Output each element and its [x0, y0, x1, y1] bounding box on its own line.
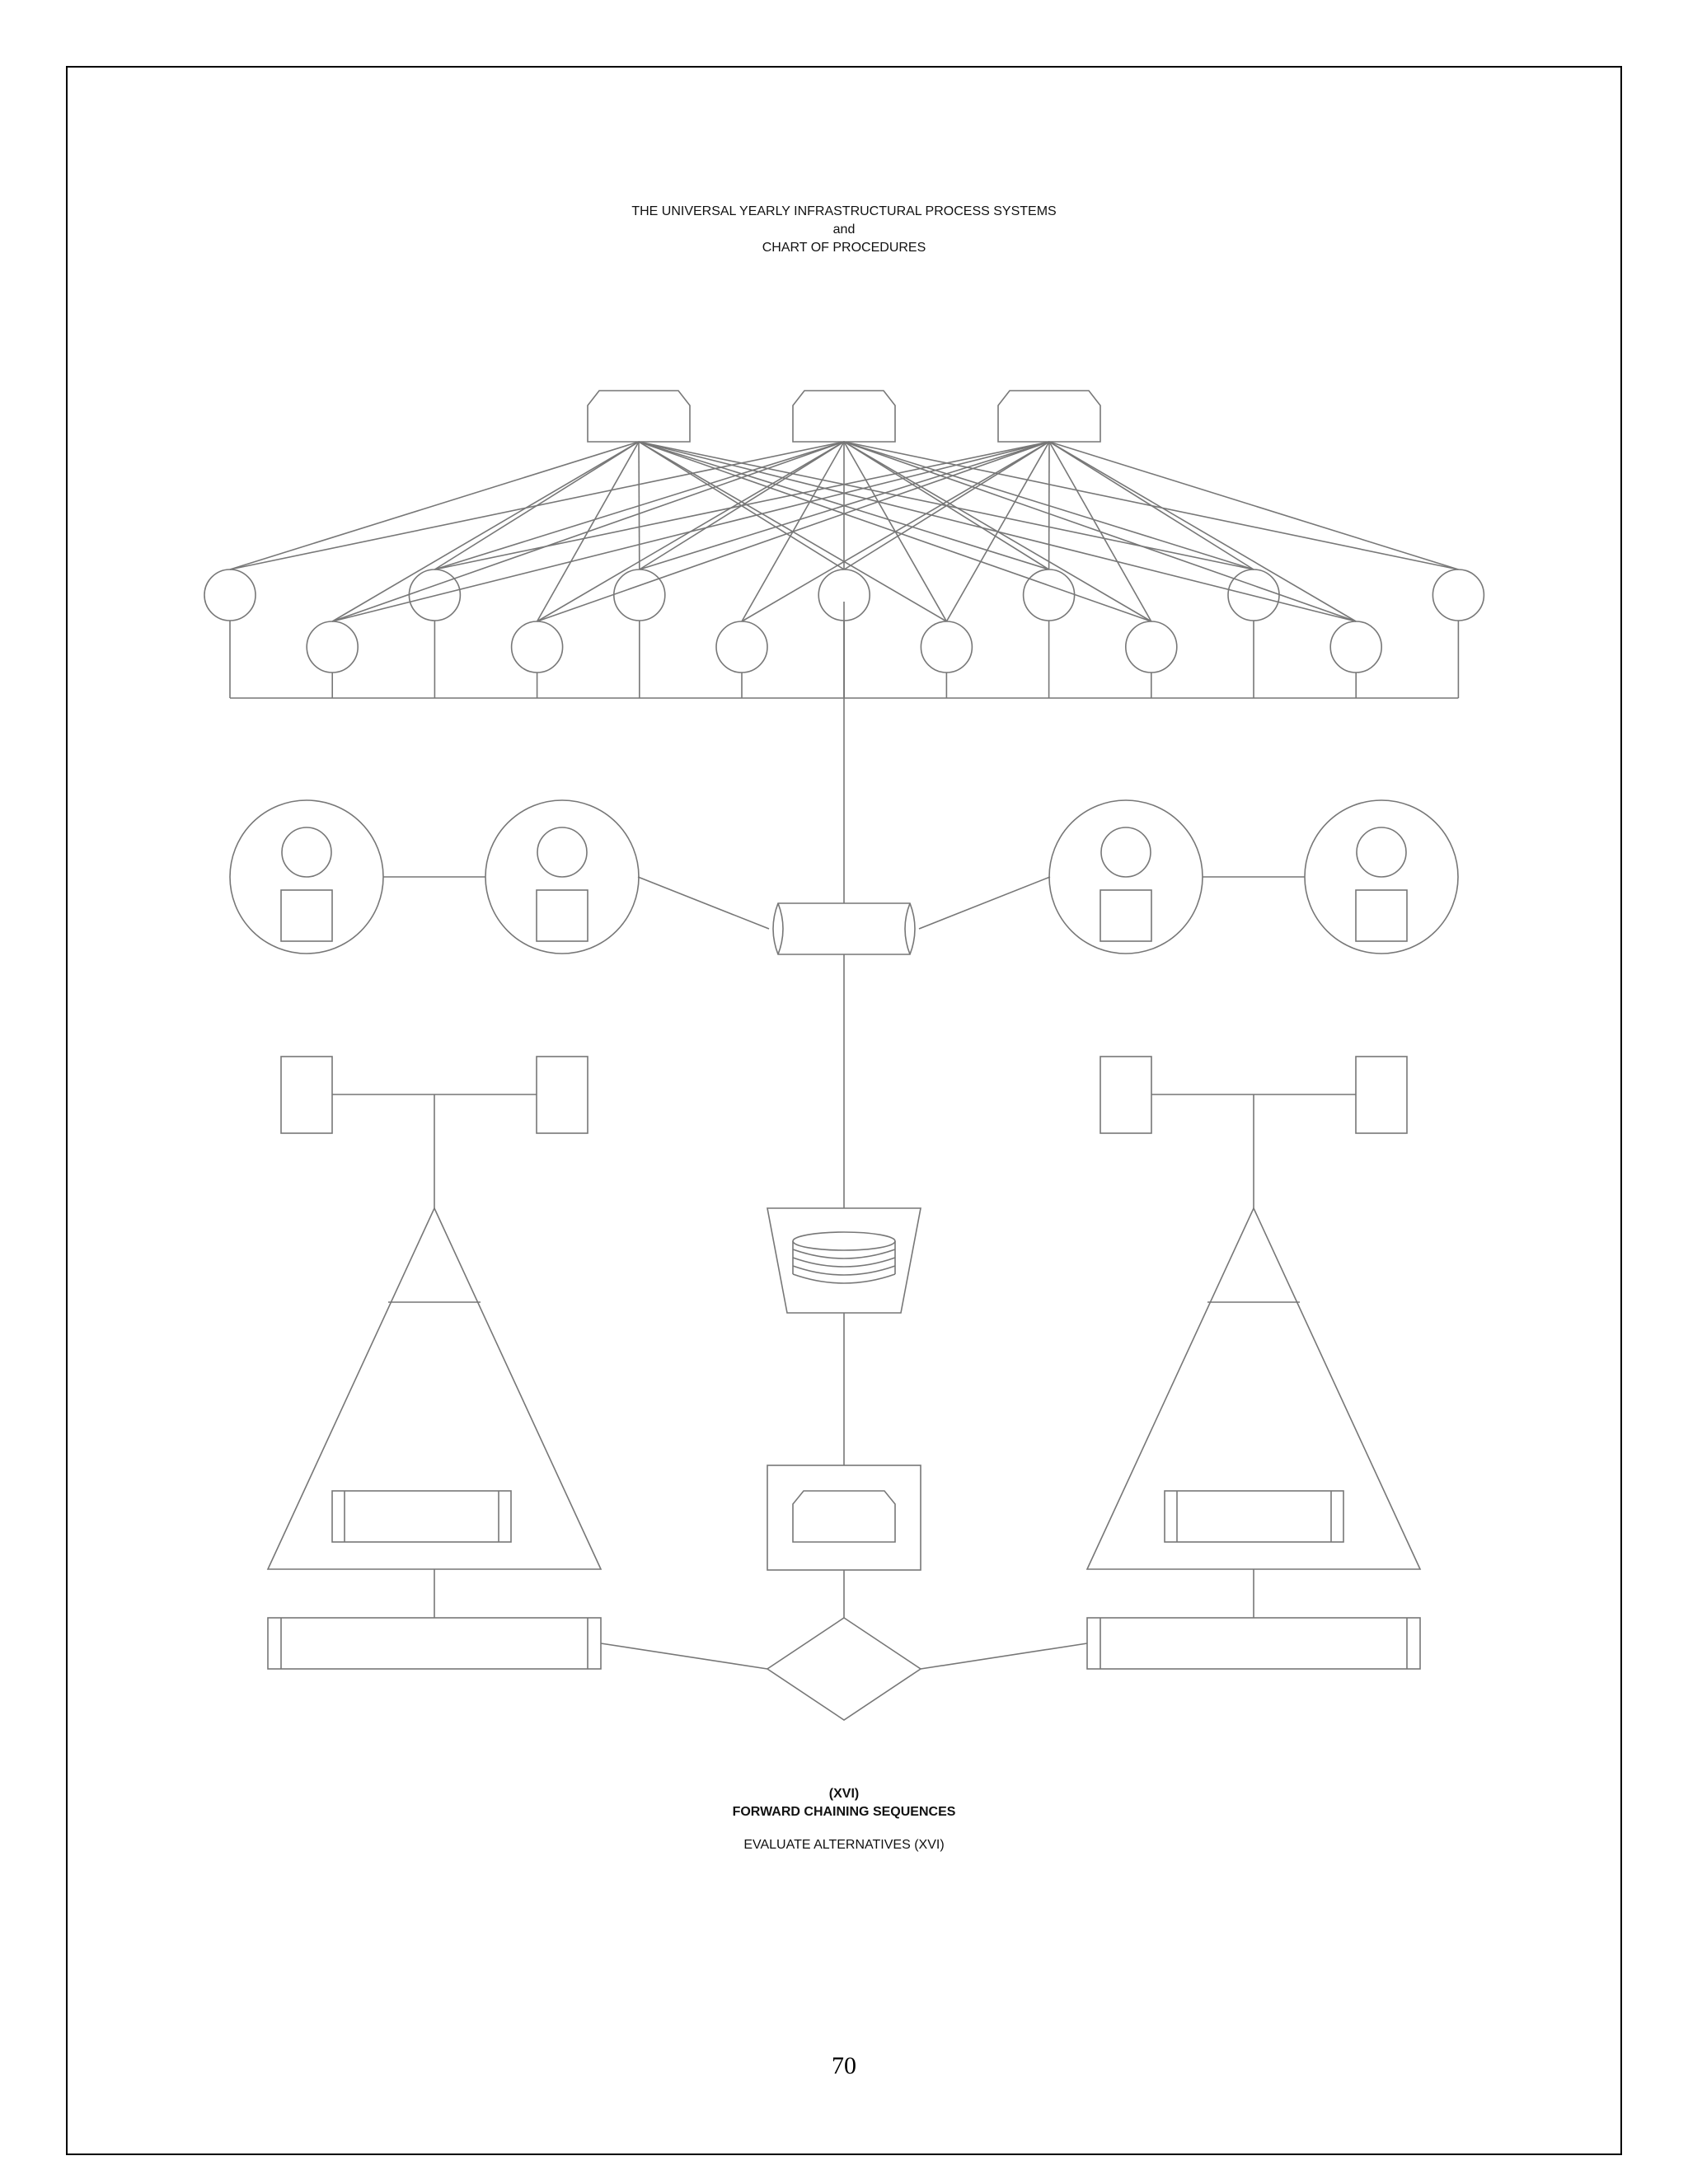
circle-node-4: [510, 621, 564, 673]
circle-node-10: [1125, 621, 1178, 673]
database-node: [767, 1207, 921, 1314]
fan-line: [1048, 441, 1357, 622]
fan-line: [331, 441, 640, 622]
person-to-hub-right: [918, 876, 1051, 930]
fan-line: [843, 441, 1050, 570]
fan-line: [434, 441, 845, 570]
central-hub: [772, 902, 916, 955]
person-node-4: [1304, 799, 1459, 954]
circle-node-13: [1432, 569, 1485, 621]
top-process-node-2: [792, 390, 896, 443]
fan-line: [741, 441, 1050, 622]
left-bottom-bar: [267, 1617, 602, 1670]
circle-node-11: [1227, 569, 1280, 621]
circle-node-12: [1329, 621, 1382, 673]
right-bottom-bar: [1086, 1617, 1421, 1670]
title-line-2: and: [832, 223, 856, 237]
fan-line: [331, 441, 845, 622]
fan-line: [945, 441, 1050, 622]
left-t-bar: [280, 1056, 588, 1208]
person-to-hub-left: [637, 876, 770, 930]
fan-line: [229, 441, 845, 570]
caption: (XVI) FORWARD CHAINING SEQUENCES EVALUAT…: [0, 1785, 1688, 1854]
person-node-1: [229, 799, 384, 954]
fan-line: [537, 441, 1050, 622]
caption-subtitle: EVALUATE ALTERNATIVES (XVI): [743, 1838, 945, 1852]
top-node-group: [587, 390, 1101, 443]
bar-to-diamond-right: [920, 1643, 1088, 1670]
title-line-1: THE UNIVERSAL YEARLY INFRASTRUCTURAL PRO…: [631, 204, 1057, 218]
left-triangle: [266, 1207, 603, 1618]
caption-numeral: (XVI): [828, 1787, 860, 1801]
caption-title: FORWARD CHAINING SEQUENCES: [732, 1805, 956, 1819]
decision-diamond: [766, 1617, 922, 1721]
circle-node-8: [920, 621, 973, 673]
chart-title: THE UNIVERSAL YEARLY INFRASTRUCTURAL PRO…: [0, 203, 1688, 257]
person-node-2: [485, 799, 640, 954]
right-triangle: [1085, 1207, 1422, 1618]
page-number: 70: [832, 2052, 856, 2079]
fan-line: [1048, 441, 1254, 570]
bar-to-diamond-left: [600, 1643, 768, 1670]
circle-node-2: [306, 621, 359, 673]
top-process-node-1: [587, 390, 691, 443]
display-node: [767, 1465, 921, 1571]
fan-line: [332, 441, 1050, 622]
fan-line: [229, 441, 640, 570]
person-node-3: [1048, 799, 1203, 954]
right-t-bar: [1100, 1056, 1408, 1208]
top-process-node-3: [997, 390, 1101, 443]
circle-node-9: [1022, 569, 1076, 621]
page-border: [66, 66, 1622, 2155]
fan-line: [434, 441, 1050, 570]
fan-line: [1048, 441, 1459, 570]
circle-node-6: [715, 621, 768, 673]
connector-lines: [229, 441, 1459, 622]
fan-line: [1048, 441, 1152, 622]
title-line-3: CHART OF PROCEDURES: [762, 241, 926, 255]
circle-node-3: [408, 569, 462, 621]
circle-node-1: [204, 569, 256, 621]
circle-node-5: [612, 569, 666, 621]
